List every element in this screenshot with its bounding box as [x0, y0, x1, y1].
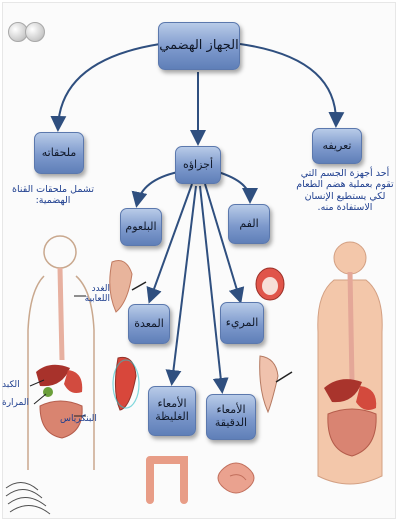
- fingerprint-mark: [0, 0, 398, 521]
